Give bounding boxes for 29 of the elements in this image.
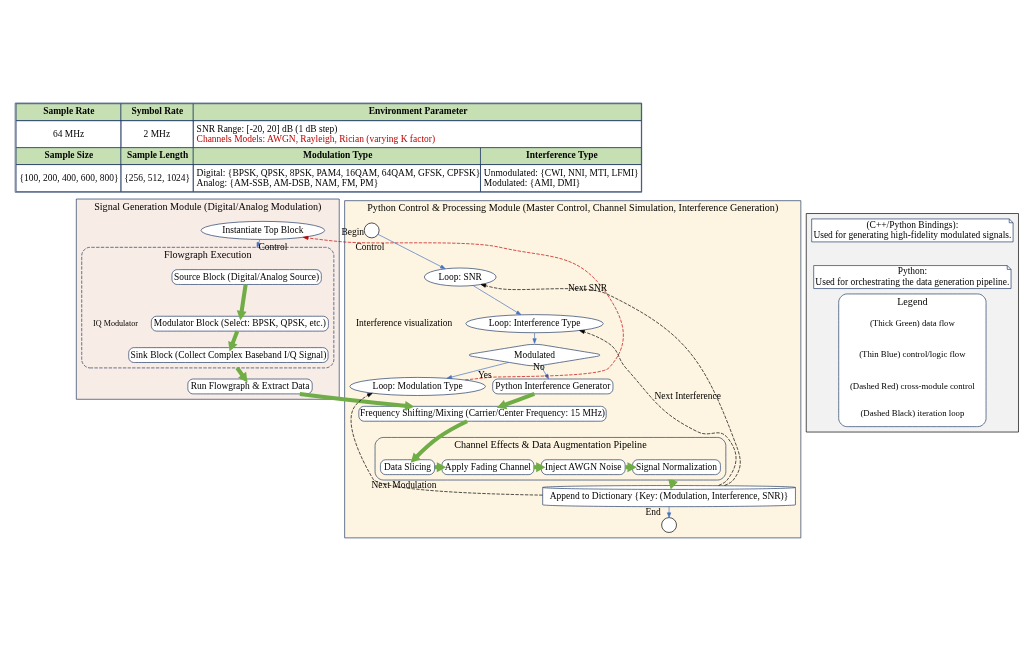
node-label: End <box>645 507 661 518</box>
edge-label: Yes <box>477 369 492 380</box>
label: Interference Type <box>526 149 598 160</box>
label: Symbol Rate <box>131 106 184 116</box>
label: Sample Rate <box>43 106 95 116</box>
label: SNR Range: [-20, 20] dB (1 dB step) <box>196 123 338 134</box>
legend-label: (Thin Blue) control/logic flow <box>859 349 966 360</box>
label: Sample Length <box>127 149 189 160</box>
label: Analog: {AM-SSB, AM-DSB, NAM, FM, PM} <box>196 177 379 188</box>
legend-label: (Thick Green) data flow <box>869 317 955 328</box>
label: Modulated: {AMI, DMI} <box>483 177 581 188</box>
label: 64 MHz <box>53 128 85 139</box>
label: {100, 200, 400, 600, 800} <box>19 172 119 183</box>
legend-label: (Dashed Black) iteration loop <box>860 408 965 419</box>
label: Interference visualization <box>355 318 453 329</box>
label: Digital: {BPSK, QPSK, 8PSK, PAM4, 16QAM, 64QAM, GFSK, CPFSK} <box>196 167 481 178</box>
edge-label: Next SNR <box>568 283 608 294</box>
edge-label: Next Modulation <box>371 480 437 491</box>
label: {256, 512, 1024} <box>124 172 191 183</box>
label: Modulation Type <box>303 149 373 160</box>
label: Channels Models: AWGN, Rayleigh, Rician (varying K factor) <box>196 133 436 144</box>
edge-label: Control <box>355 242 385 253</box>
edge-label: Next Interference <box>654 391 721 402</box>
label: Environment Parameter <box>368 106 468 116</box>
label: Unmodulated: {CWI, NNI, MTI, LFMI} <box>483 167 639 178</box>
legend-label: (Dashed Red) cross-module control <box>849 380 975 391</box>
node-label: Begin <box>341 227 365 238</box>
label: 2 MHz <box>143 128 171 139</box>
label: Sample Size <box>44 149 94 160</box>
